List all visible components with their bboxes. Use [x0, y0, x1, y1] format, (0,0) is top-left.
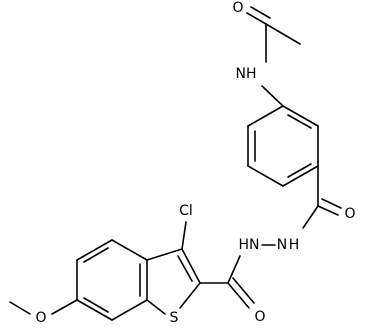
atom-label-acetyl-oxygen: O — [232, 0, 243, 16]
bond-amide-co-2 — [321, 198, 342, 209]
bond-lower-co-2 — [232, 277, 255, 304]
bond-acetyl-co-1 — [246, 12, 267, 25]
atom-label-hydrazide-h: H — [289, 237, 300, 253]
bond-ring-a3 — [282, 165, 319, 187]
atom-labels: O NH O HN N H Cl S O O — [35, 0, 355, 326]
bond-ring-methoxy-o — [51, 299, 78, 315]
bond-methoxy-o-ch3 — [9, 301, 31, 315]
bond-benzo-5 — [76, 299, 113, 321]
atom-label-methoxy-oxygen: O — [35, 310, 46, 326]
bond-thio-s-c7a — [146, 299, 166, 315]
bond-thio-c2-c3-inner — [177, 255, 193, 282]
bond-ring-a4 — [247, 165, 284, 187]
bond-ring-a-inner-2 — [287, 163, 312, 178]
bond-amide-co-1 — [317, 205, 339, 216]
bond-hn-carbonyl — [227, 255, 241, 284]
atom-label-hydrazide-nh-1: HN — [239, 237, 260, 253]
bond-benzo-2 — [111, 239, 148, 261]
bond-ring-a-inner-1 — [287, 114, 312, 129]
bond-ring-a6 — [247, 105, 284, 127]
bond-lower-co-1 — [227, 282, 250, 309]
bond-c3-cl — [181, 221, 187, 250]
bond-amide-n — [302, 205, 319, 229]
bond-methyl-carbonyl — [265, 23, 301, 45]
bond-benzo-3 — [76, 239, 113, 261]
atom-label-lower-carbonyl-oxygen: O — [254, 309, 265, 325]
bond-benzo-inner-2 — [83, 247, 109, 263]
bond-acetyl-co-2 — [250, 6, 271, 19]
atom-label-thiophene-sulfur: S — [170, 310, 179, 326]
bonds — [9, 6, 342, 321]
bond-thio-c3-c3a — [146, 248, 183, 261]
bond-ring-a1 — [282, 105, 319, 127]
atom-label-amide-nh: NH — [236, 66, 257, 82]
bond-benzo-6 — [111, 299, 148, 321]
atom-label-chloro: Cl — [179, 203, 193, 219]
atom-label-amide-carbonyl-oxygen: O — [344, 206, 355, 222]
bond-thio-c2-s — [179, 282, 201, 309]
atom-label-hydrazide-n: N — [277, 237, 287, 253]
bond-benzo-inner-3 — [83, 297, 109, 313]
bond-thio-c2-c3 — [181, 248, 201, 284]
bond-nh-ring — [261, 85, 284, 107]
